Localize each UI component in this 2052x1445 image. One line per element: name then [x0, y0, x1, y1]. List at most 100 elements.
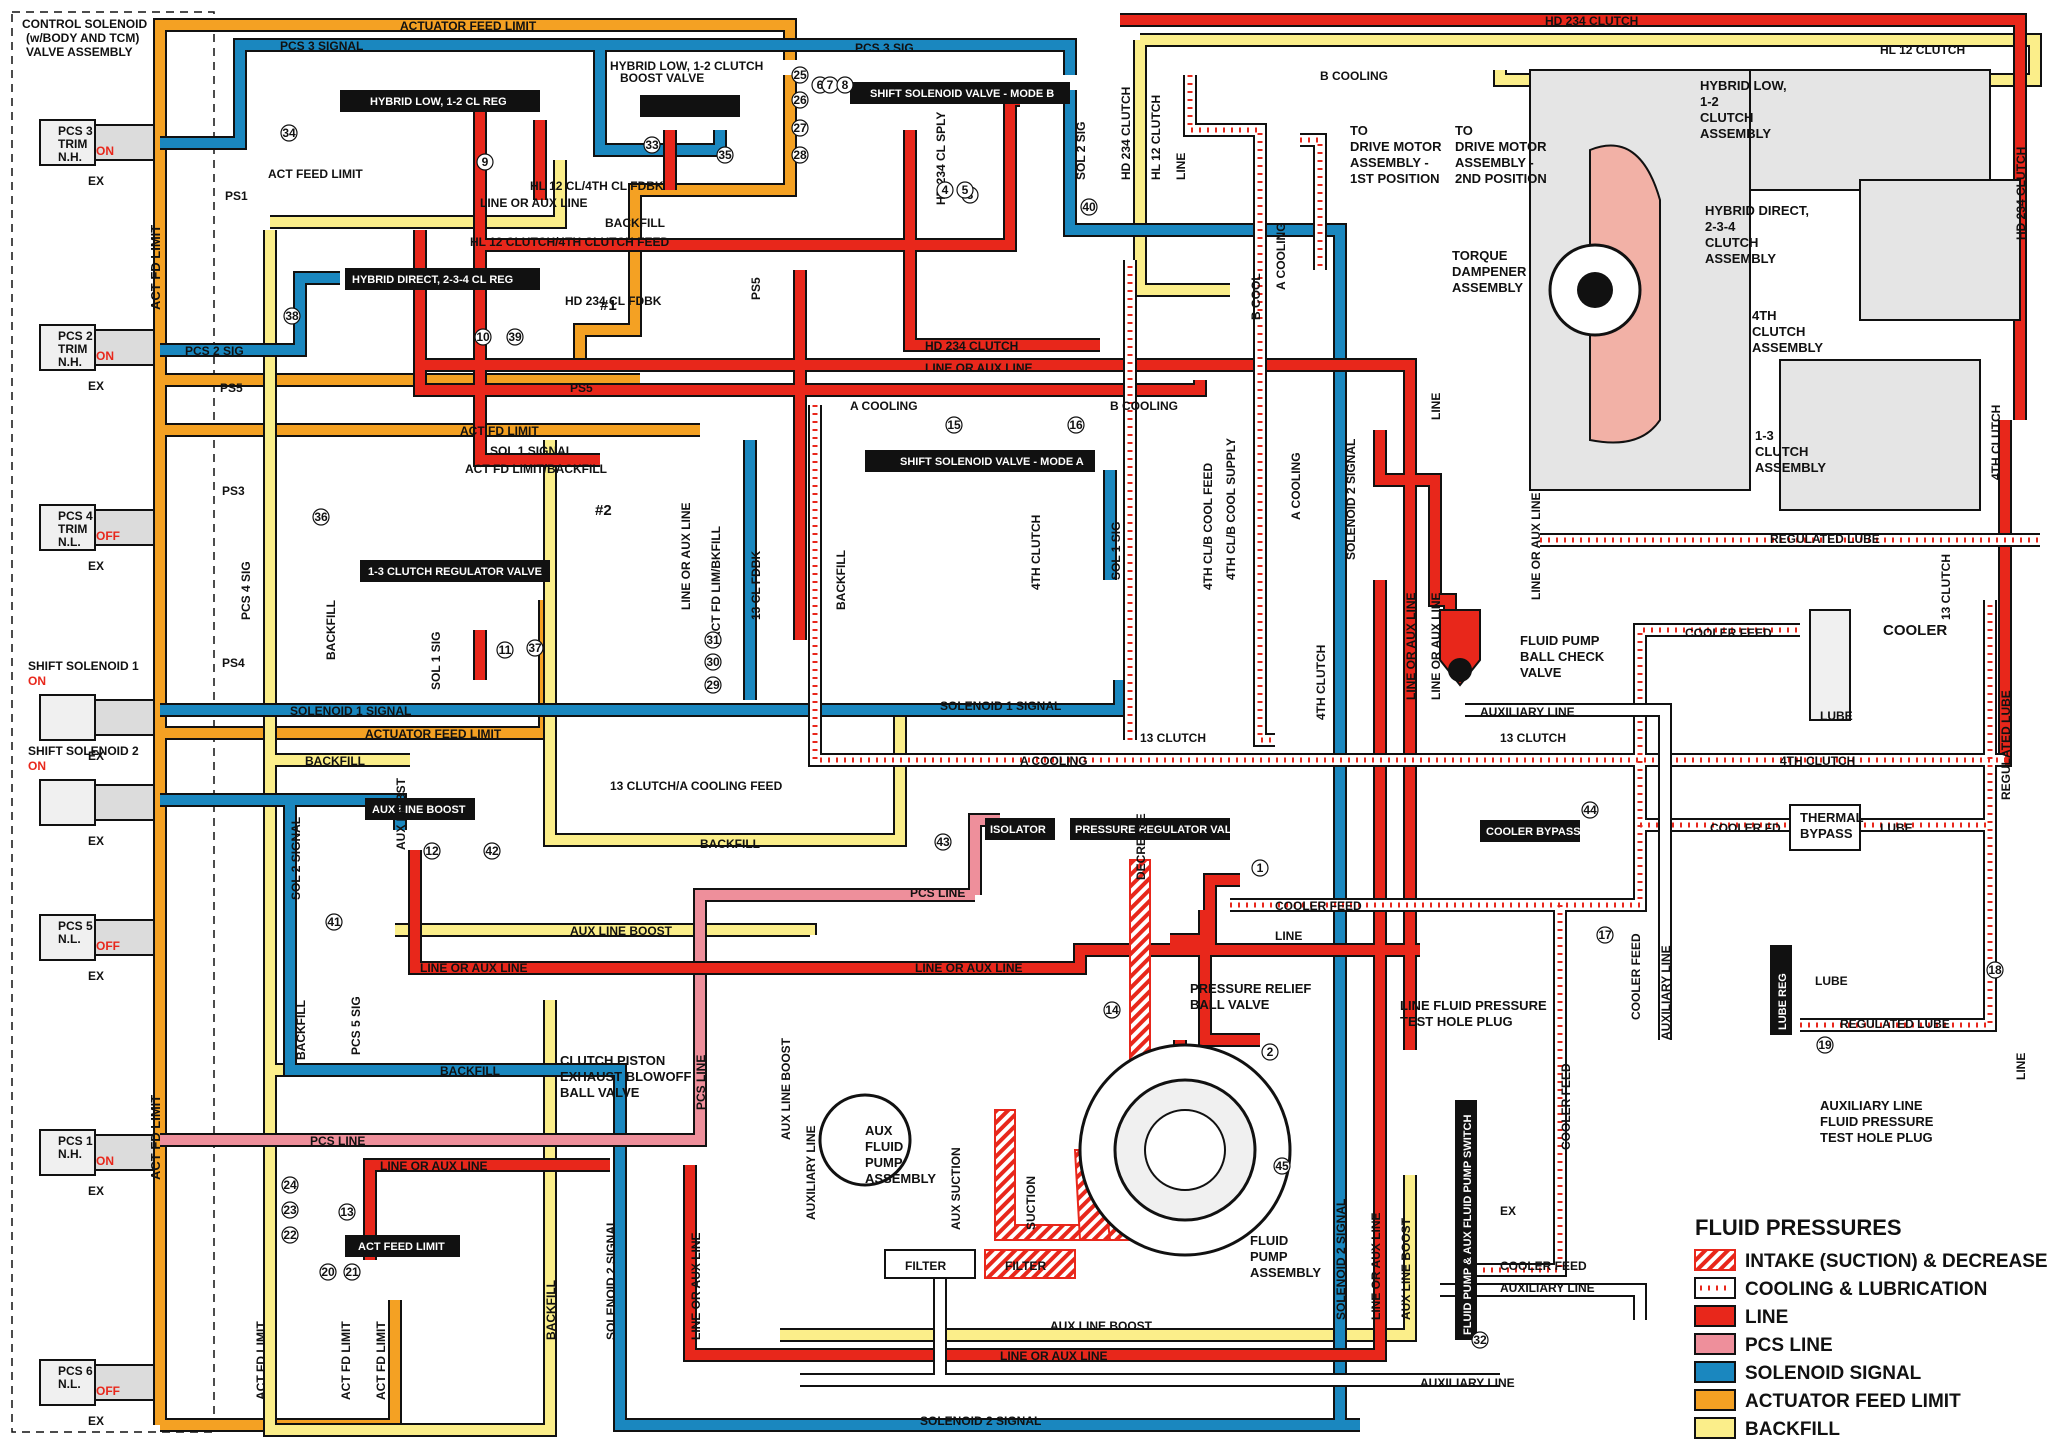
callout-number-text: 7	[827, 78, 834, 92]
callout-number: 17	[1596, 926, 1614, 944]
valve-label-shift-a: SHIFT SOLENOID VALVE - MODE A	[900, 456, 1084, 468]
valve-label-13-clutch: 1-3 CLUTCH REGULATOR VALVE	[368, 566, 542, 578]
solenoid-body	[39, 324, 96, 371]
pipe-label: PCS LINE	[310, 1134, 365, 1148]
pipe-label: HD 234 CLUTCH	[1545, 14, 1638, 28]
pipe-label: PCS LINE	[694, 1055, 708, 1110]
component-label: 4TH	[1752, 308, 1777, 323]
pipe-label: 13 CL FDBK	[749, 551, 763, 620]
callout-number-text: 6	[817, 78, 824, 92]
callout-number: 23	[281, 1201, 299, 1219]
callout-number-text: 16	[1069, 418, 1083, 432]
solenoid-state: OFF	[96, 1384, 120, 1398]
component-label: THERMAL	[1800, 810, 1864, 825]
component-label: LINE FLUID PRESSURE	[1400, 998, 1547, 1013]
pipe-label: SOL 2 SIGNAL	[289, 817, 303, 900]
callout-number: 24	[281, 1176, 299, 1194]
pipe-label: HL 12 CLUTCH	[1149, 95, 1163, 180]
pipe-label: LINE OR AUX LINE	[1429, 592, 1443, 700]
valve-label-shift-b: SHIFT SOLENOID VALVE - MODE B	[870, 88, 1054, 100]
legend-swatch	[1694, 1249, 1736, 1271]
pipe-label: LINE OR AUX LINE	[480, 196, 588, 210]
valve-label-pump-switch: FLUID PUMP & AUX FLUID PUMP SWITCH	[1462, 1115, 1474, 1335]
component-label: CLUTCH PISTON	[560, 1053, 665, 1068]
callout-number: 34	[280, 124, 298, 142]
solenoid-name: PCS 2	[58, 329, 93, 343]
solenoid-name: N.L.	[58, 1377, 81, 1391]
callout-number-text: 25	[793, 68, 807, 82]
callout-number: 5	[956, 181, 974, 199]
solenoid-connector	[94, 919, 156, 956]
callout-number: 26	[791, 91, 809, 109]
solenoid-name: SHIFT SOLENOID 1	[28, 659, 139, 673]
callout-number-text: 11	[499, 643, 512, 657]
component-label: ASSEMBLY	[1755, 460, 1826, 475]
pipe-label: HD 234 CLUTCH	[1119, 87, 1133, 180]
solenoid-state: OFF	[96, 529, 120, 543]
component-label: AUXILIARY LINE	[1820, 1098, 1923, 1113]
component-label: FLUID	[1250, 1233, 1288, 1248]
pipe-label: COOLER FEED	[1559, 1063, 1573, 1150]
pipe-label: 4TH CLUTCH	[1989, 405, 2003, 480]
pipe-label: LINE	[1174, 153, 1188, 180]
pipe-label: SOL 1 SIG	[1109, 522, 1123, 580]
callout-number: 29	[704, 676, 722, 694]
component-label: HYBRID LOW,	[1700, 78, 1787, 93]
callout-number-text: 18	[1988, 963, 2002, 977]
solenoid-name: N.L.	[58, 535, 81, 549]
solenoid-name: PCS 4	[58, 509, 93, 523]
pipe-label: COOLER FEED	[1629, 933, 1643, 1020]
solenoid-name: PCS 5	[58, 919, 93, 933]
legend-item: BACKFILL	[1694, 1417, 1840, 1440]
label-act-fd-limit-1: ACT FD LIMIT	[148, 225, 163, 310]
boost-valve-label-1: HYBRID LOW, 1-2 CLUTCH	[610, 59, 763, 73]
callout-number-text: 33	[645, 138, 659, 152]
pipe-label: A COOLING	[850, 399, 918, 413]
pipe-label: REGULATED LUBE	[1770, 532, 1880, 546]
callout-number-text: 29	[706, 678, 720, 692]
component-label: ASSEMBLY	[1705, 251, 1776, 266]
pipe-label: 13 CLUTCH/A COOLING FEED	[610, 779, 783, 793]
callout-number: 21	[343, 1263, 361, 1281]
solenoid-state: ON	[28, 674, 46, 688]
solenoid-connector	[94, 1364, 156, 1401]
component-label: DRIVE MOTOR	[1455, 139, 1547, 154]
pipe-label: HL 12 CL/4TH CL FDBK	[530, 179, 664, 193]
pipe-label: BACKFILL	[834, 550, 848, 610]
pipe-label: SOLENOID 2 SIGNAL	[1344, 439, 1358, 560]
valve-pressure-regulator: ISOLATOR PRESSURE REGULATOR VALVE	[985, 818, 1245, 840]
legend-item: PCS LINE	[1694, 1333, 1833, 1356]
pipe-label: COOLER FEED	[1500, 1259, 1587, 1273]
pipe-label: SOL 1 SIGNAL	[490, 444, 573, 458]
component-label: CLUTCH	[1755, 444, 1808, 459]
callout-number: 33	[643, 136, 661, 154]
pipe-label: AUX LINE BOOST	[1050, 1319, 1153, 1333]
component-label: TEST HOLE PLUG	[1400, 1014, 1513, 1029]
boost-valve-label-2: BOOST VALVE	[620, 71, 704, 85]
solenoid-body	[39, 1359, 96, 1406]
pipe-label: ACT FD LIMIT/BACKFILL	[465, 462, 607, 476]
pipe-label: 4TH CLUTCH	[1780, 754, 1855, 768]
pipe-label: BACKFILL	[294, 1000, 308, 1060]
pipe-label: PCS LINE	[910, 886, 965, 900]
callout-number-text: 20	[321, 1265, 335, 1279]
component-label: COOLER	[1883, 622, 1947, 639]
callout-number-text: 15	[947, 418, 961, 432]
component-label: BALL VALVE	[1190, 997, 1270, 1012]
legend-label: SOLENOID SIGNAL	[1745, 1363, 1922, 1384]
component-label: BALL CHECK	[1520, 649, 1605, 664]
callout-number: 7	[821, 76, 839, 94]
pipe-label: A COOLING	[1289, 452, 1303, 520]
aux-pump-drawing	[818, 1093, 912, 1187]
panel-title-3: VALVE ASSEMBLY	[26, 45, 133, 59]
pipe-label: HL 12 CLUTCH/4TH CLUTCH FEED	[470, 235, 669, 249]
valve-aux-boost: AUX LINE BOOST	[365, 798, 475, 820]
callout-number: 35	[716, 146, 734, 164]
component-label: 1-2	[1700, 94, 1719, 109]
pipe-label: LUBE	[1820, 709, 1853, 723]
callout-number-text: 38	[285, 309, 299, 323]
pipe-label: PS4	[222, 656, 245, 670]
pipe-label: AUX LINE BOOST	[570, 924, 673, 938]
